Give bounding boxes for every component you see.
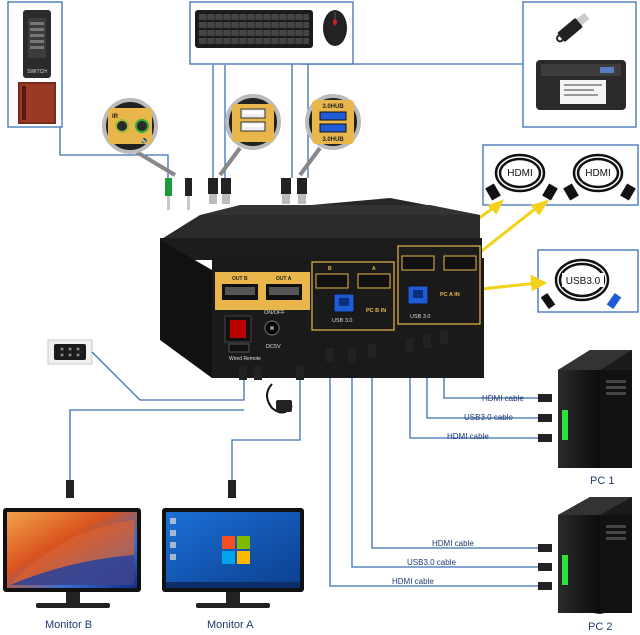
pc1-plugs	[538, 394, 552, 442]
pc2-cable-label: HDMI cable	[432, 539, 474, 548]
remote-speaker-panel: SWITCH	[7, 1, 63, 128]
usb-hub-label: 3.0HUB	[322, 104, 344, 110]
pc2-cable-label: USB3.0 cable	[407, 558, 456, 567]
wired-remote-label: Wired Remote	[229, 356, 261, 362]
speaker-icon: 🔈	[141, 136, 150, 144]
usb-plug-hub-2	[297, 178, 307, 204]
pc2-cable-label: HDMI cable	[392, 577, 434, 586]
pc-a-input-block	[397, 245, 481, 325]
pc-a-in-label: PC A IN	[440, 292, 460, 298]
pc1-cable-labels: HDMI cable USB3.0 cable HDMI cable	[447, 394, 524, 441]
pc-b-input-block	[311, 261, 395, 331]
usb-plug-hub-1	[281, 178, 291, 204]
usb-plug-mouse	[221, 178, 231, 204]
mouse	[323, 10, 347, 46]
usb-hub-callout: 3.0HUB 3.0HUB	[298, 94, 361, 177]
windows-logo-icon	[222, 536, 250, 564]
pc2-led-strip	[562, 555, 568, 585]
hdmi-label-2: HDMI	[585, 168, 611, 179]
audio-plug-black	[185, 178, 192, 210]
ir-label: IR	[112, 114, 119, 120]
out-a-label: OUT A	[276, 276, 292, 282]
port-b-letter: B	[328, 266, 332, 272]
remote-switch-label: SWITCH	[27, 69, 47, 75]
usb-plug-keyboard	[208, 178, 218, 204]
pc1-label: PC 1	[590, 475, 614, 487]
keyboard-mouse-panel	[189, 1, 354, 65]
pc1-led-strip	[562, 410, 568, 440]
pc2-tower	[558, 497, 632, 614]
wired-remote-keypad	[47, 339, 141, 401]
pc-b-usb-label: USB 3.0	[332, 318, 352, 324]
hdmi-label-1: HDMI	[507, 168, 533, 179]
pc1-cable-label: HDMI cable	[482, 394, 524, 403]
port-a-letter: A	[372, 266, 376, 272]
hdmi-cables-panel: HDMI HDMI	[482, 144, 639, 206]
pc-a-usb-label: USB 3.0	[410, 314, 430, 320]
wired-remote-port	[228, 343, 250, 353]
usb-callout-left	[218, 94, 281, 177]
out-b-label: OUT B	[232, 276, 248, 282]
printer	[536, 60, 626, 110]
printer-usb-panel	[522, 1, 637, 128]
bottom-plugs	[239, 330, 448, 380]
monitor-b-label: Monitor B	[45, 619, 92, 631]
pc1-cable-label: HDMI cable	[447, 432, 489, 441]
monitor-b	[3, 508, 141, 608]
hdmi-cable-2	[572, 153, 624, 193]
audio-callout: IR 🔈	[102, 98, 177, 177]
monitor-a-label: Monitor A	[207, 619, 254, 631]
top-plugs	[165, 178, 307, 210]
power-switch[interactable]	[230, 320, 246, 338]
power-switch-label: ON/OFF	[264, 310, 285, 316]
pc2-label: PC 2	[588, 621, 612, 633]
usb-flash-drive	[556, 12, 590, 43]
pc-b-in-label: PC B IN	[366, 308, 386, 314]
monitor-a	[162, 508, 304, 608]
audio-plug-green	[165, 178, 172, 210]
usb30-label: USB3.0	[566, 276, 601, 287]
monitor-b-plug	[66, 480, 74, 498]
kvm-switch-device: OUT B OUT A ON/OFF DC5V Wired Remote B A…	[160, 198, 484, 378]
usb-hub-label-2: 3.0HUB	[322, 137, 344, 143]
pc1-cable-label: USB3.0 cable	[464, 413, 513, 422]
hdmi-cable-1	[494, 153, 546, 193]
monitor-a-plug	[228, 480, 236, 498]
dc-adapter	[266, 383, 293, 414]
usb30-cable-panel: USB3.0	[537, 249, 639, 313]
pc2-cable-labels: HDMI cable USB3.0 cable HDMI cable	[392, 539, 474, 586]
pc2-plugs	[538, 544, 552, 590]
dc-label: DC5V	[266, 344, 281, 350]
pc1-tower	[558, 350, 632, 468]
